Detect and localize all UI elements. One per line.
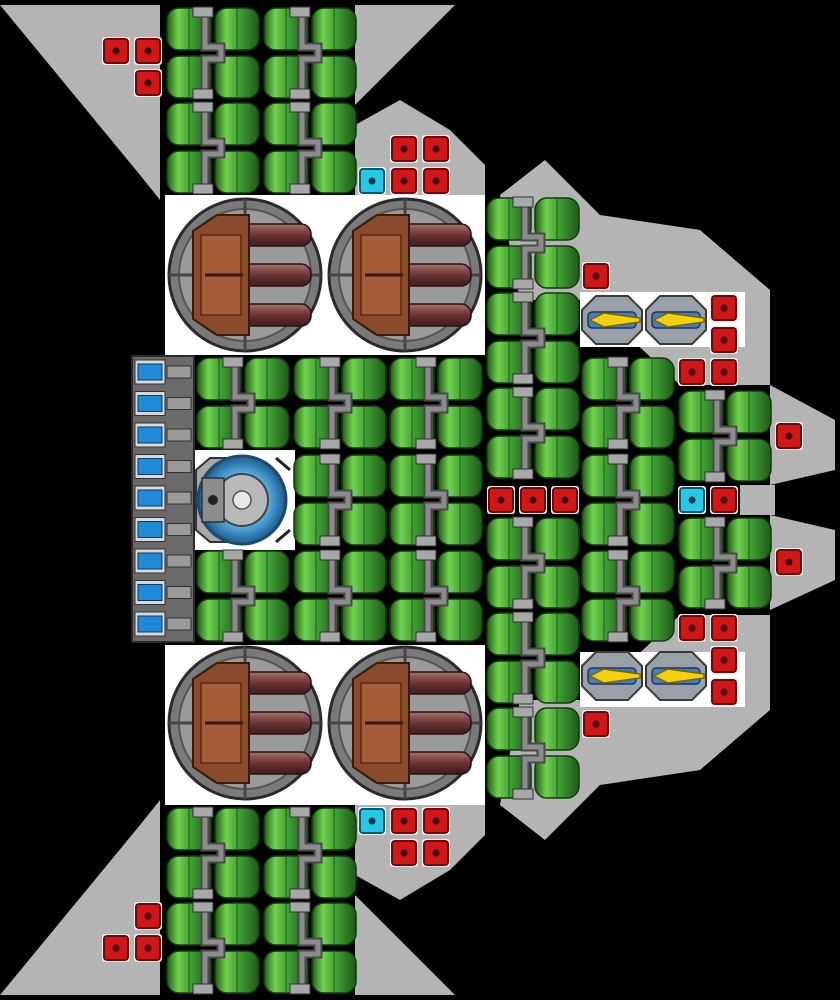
fuel-tank-icon[interactable] — [166, 806, 260, 900]
turret-group — [167, 197, 483, 801]
triple-cannon-turret-icon[interactable] — [327, 197, 483, 353]
battery-bank — [131, 355, 195, 643]
fuel-tank-icon[interactable] — [389, 356, 483, 450]
armor-block-icon[interactable] — [710, 678, 738, 706]
fuel-tank-icon[interactable] — [293, 549, 387, 643]
armor-block-icon[interactable] — [134, 69, 162, 97]
fuel-tank-icon[interactable] — [486, 611, 580, 705]
armor-block-icon[interactable] — [710, 646, 738, 674]
armor-block-icon[interactable] — [582, 710, 610, 738]
sensor-node-icon[interactable] — [678, 486, 706, 514]
armor-block-icon[interactable] — [134, 37, 162, 65]
battery-cell-icon[interactable] — [134, 454, 192, 479]
thruster-engine-icon[interactable] — [645, 651, 707, 701]
armor-block-icon[interactable] — [390, 167, 418, 195]
armor-block-icon[interactable] — [422, 807, 450, 835]
fuel-tank-icon[interactable] — [263, 901, 357, 995]
battery-cell-icon[interactable] — [134, 485, 192, 511]
armor-block-icon[interactable] — [134, 902, 162, 930]
fuel-tank-icon[interactable] — [486, 196, 580, 290]
armor-block-icon[interactable] — [422, 167, 450, 195]
battery-cell-icon[interactable] — [134, 422, 192, 448]
battery-cell-icon[interactable] — [134, 580, 192, 605]
fuel-tank-icon[interactable] — [581, 453, 675, 547]
armor-block-icon[interactable] — [710, 486, 738, 514]
reactor-module — [195, 454, 291, 546]
armor-block-icon[interactable] — [678, 358, 706, 386]
fuel-tank-icon[interactable] — [486, 706, 580, 800]
armor-block-icon[interactable] — [519, 486, 547, 514]
armor-block-icon[interactable] — [775, 548, 803, 576]
sensor-group — [358, 167, 706, 835]
fuel-tank-grid — [166, 6, 772, 995]
battery-cell-icon[interactable] — [134, 391, 192, 416]
sensor-node-icon[interactable] — [358, 167, 386, 195]
triple-cannon-turret-icon[interactable] — [167, 197, 323, 353]
armor-block-icon[interactable] — [134, 934, 162, 962]
fuel-tank-icon[interactable] — [263, 6, 357, 100]
armor-block-icon[interactable] — [582, 262, 610, 290]
fuel-tank-icon[interactable] — [263, 101, 357, 195]
battery-cell-icon[interactable] — [134, 611, 192, 637]
fuel-tank-icon[interactable] — [293, 453, 387, 547]
armor-block-icon[interactable] — [102, 934, 130, 962]
armor-group — [102, 37, 803, 962]
armor-block-icon[interactable] — [390, 135, 418, 163]
fuel-tank-icon[interactable] — [196, 549, 290, 643]
armor-block-icon[interactable] — [102, 37, 130, 65]
fuel-tank-icon[interactable] — [389, 453, 483, 547]
armor-block-icon[interactable] — [710, 358, 738, 386]
fuel-tank-icon[interactable] — [678, 516, 772, 610]
fuel-tank-icon[interactable] — [196, 356, 290, 450]
armor-block-icon[interactable] — [678, 614, 706, 642]
fuel-tank-icon[interactable] — [678, 389, 772, 483]
fuel-tank-icon[interactable] — [166, 901, 260, 995]
fuel-tank-icon[interactable] — [486, 386, 580, 480]
fuel-tank-icon[interactable] — [581, 549, 675, 643]
triple-cannon-turret-icon[interactable] — [167, 645, 323, 801]
triple-cannon-turret-icon[interactable] — [327, 645, 483, 801]
armor-block-icon[interactable] — [710, 614, 738, 642]
fuel-tank-icon[interactable] — [486, 291, 580, 385]
armor-block-icon[interactable] — [710, 294, 738, 322]
armor-block-icon[interactable] — [422, 839, 450, 867]
thruster-engine-icon[interactable] — [645, 295, 707, 345]
battery-cell-icon[interactable] — [134, 517, 192, 542]
fuel-tank-icon[interactable] — [486, 516, 580, 610]
armor-block-icon[interactable] — [487, 486, 515, 514]
battery-cell-icon[interactable] — [134, 359, 192, 385]
thruster-group — [581, 295, 707, 701]
armor-block-icon[interactable] — [710, 326, 738, 354]
fuel-tank-icon[interactable] — [389, 549, 483, 643]
fuel-tank-icon[interactable] — [166, 101, 260, 195]
armor-block-icon[interactable] — [390, 839, 418, 867]
fuel-tank-icon[interactable] — [293, 356, 387, 450]
thruster-engine-icon[interactable] — [581, 651, 643, 701]
fuel-tank-icon[interactable] — [263, 806, 357, 900]
armor-block-icon[interactable] — [551, 486, 579, 514]
fuel-tank-icon[interactable] — [166, 6, 260, 100]
sensor-node-icon[interactable] — [358, 807, 386, 835]
battery-cell-icon[interactable] — [134, 548, 192, 574]
armor-block-icon[interactable] — [390, 807, 418, 835]
fuel-tank-icon[interactable] — [581, 356, 675, 450]
thruster-engine-icon[interactable] — [581, 295, 643, 345]
reactor-core-icon[interactable] — [195, 454, 291, 546]
armor-block-icon[interactable] — [422, 135, 450, 163]
armor-block-icon[interactable] — [775, 422, 803, 450]
